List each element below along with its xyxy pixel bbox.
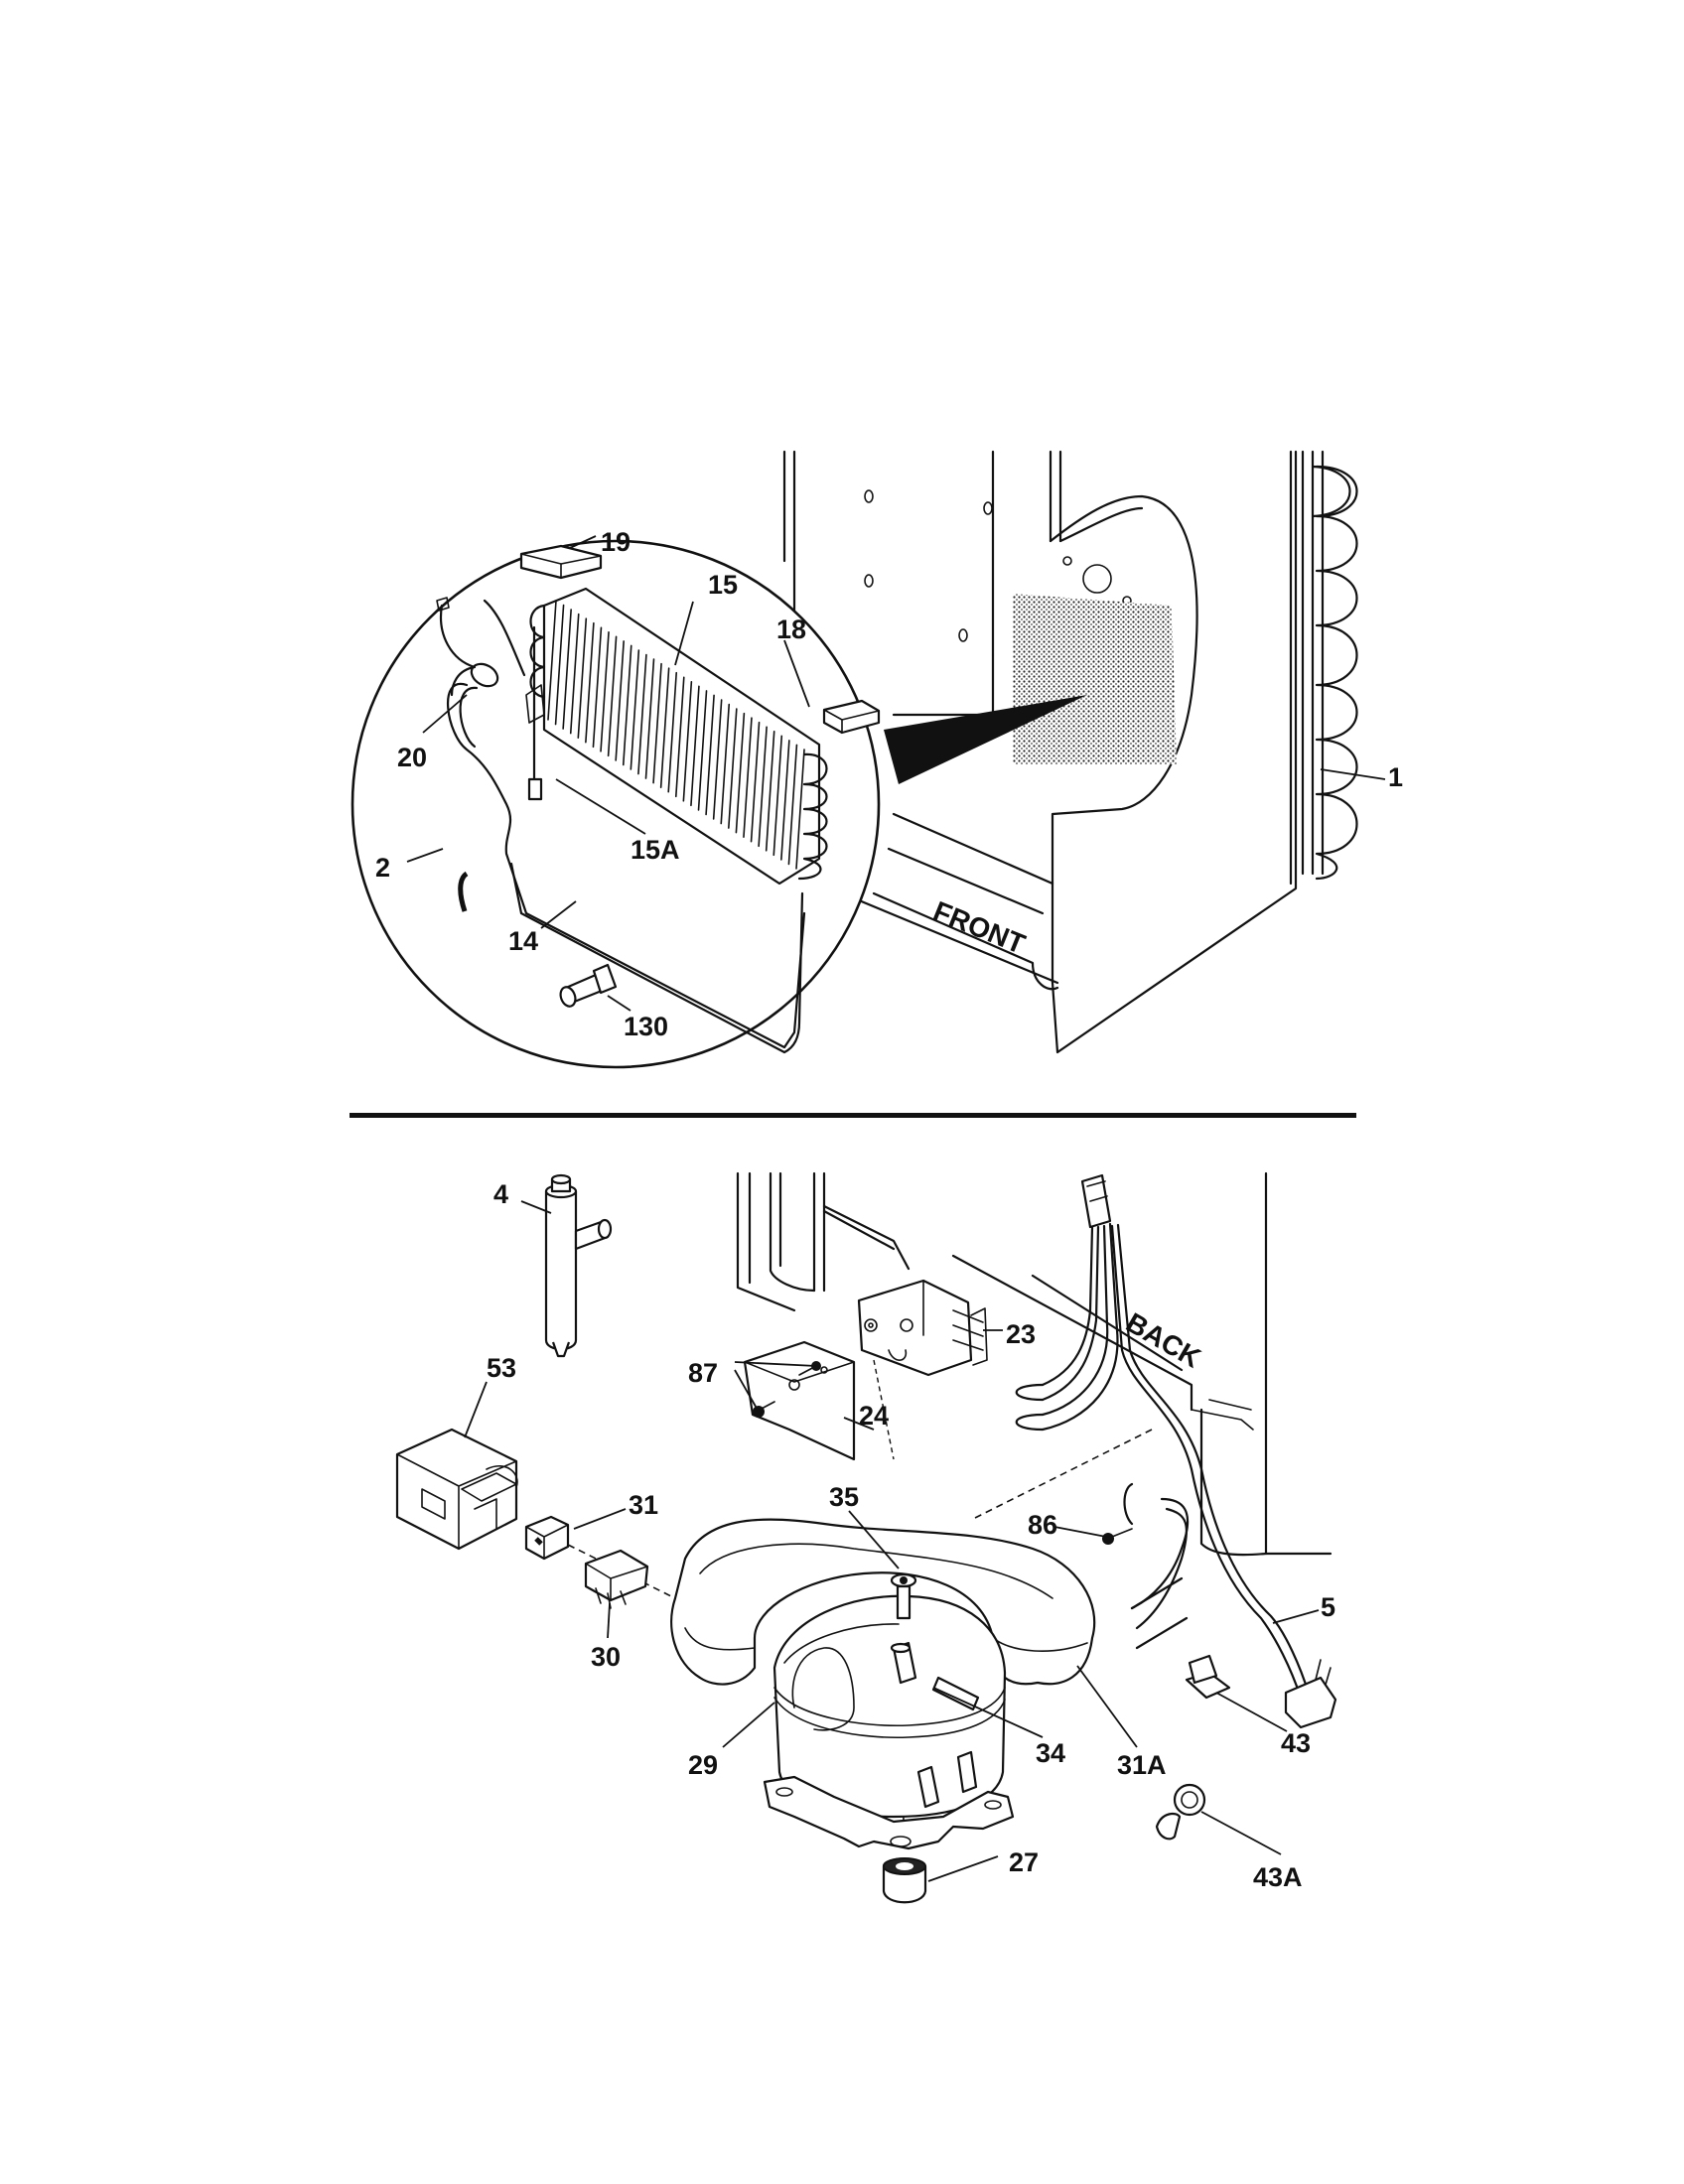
evaporator-fin bbox=[547, 600, 557, 721]
label-15: 15 bbox=[708, 570, 738, 600]
label-86: 86 bbox=[1028, 1510, 1057, 1540]
label-19: 19 bbox=[601, 527, 631, 557]
pin-130 bbox=[559, 963, 618, 1008]
label-29: 29 bbox=[688, 1750, 718, 1780]
clamp-43A bbox=[1155, 1783, 1206, 1841]
evaporator-fin bbox=[728, 708, 738, 829]
evaporator-fin bbox=[652, 662, 662, 784]
evaporator-fin bbox=[659, 667, 670, 788]
grommet-34 bbox=[890, 1641, 917, 1685]
evaporator-fin bbox=[758, 726, 768, 848]
compressor-29 bbox=[763, 1594, 1015, 1850]
evaporator-fin bbox=[637, 653, 647, 775]
pad-19 bbox=[519, 544, 603, 580]
label-24: 24 bbox=[859, 1401, 889, 1431]
evaporator-fin bbox=[780, 740, 790, 861]
power-cord-5 bbox=[1015, 1173, 1337, 1729]
bolt-35 bbox=[890, 1572, 917, 1620]
label-23: 23 bbox=[1006, 1319, 1036, 1349]
label-53: 53 bbox=[487, 1353, 516, 1383]
thermostat-20 bbox=[436, 597, 806, 1049]
evaporator-detail-circle bbox=[351, 535, 881, 1069]
label-5: 5 bbox=[1321, 1592, 1335, 1622]
clip-43 bbox=[1185, 1654, 1231, 1700]
evaporator-fin bbox=[720, 703, 731, 825]
evaporator-fin bbox=[615, 640, 625, 761]
label-35: 35 bbox=[829, 1482, 859, 1512]
evaporator-fin bbox=[600, 631, 610, 752]
evaporator-15 bbox=[529, 587, 828, 886]
leader-1 bbox=[1320, 768, 1386, 780]
evaporator-fin bbox=[735, 712, 746, 834]
label-34: 34 bbox=[1036, 1738, 1065, 1768]
label-87: 87 bbox=[688, 1358, 718, 1388]
screws-87 bbox=[753, 1361, 821, 1418]
condenser-coil bbox=[1301, 450, 1358, 881]
evaporator-fin bbox=[622, 644, 632, 766]
accumulator-4 bbox=[544, 1173, 613, 1358]
evaporator-fin bbox=[577, 617, 588, 739]
screw-86 bbox=[1102, 1528, 1133, 1545]
label-4: 4 bbox=[493, 1179, 508, 1209]
label-2: 2 bbox=[375, 853, 390, 883]
evaporator-fin bbox=[697, 690, 708, 811]
evaporator-fin bbox=[569, 613, 580, 735]
evaporator-fin bbox=[682, 681, 693, 802]
evaporator-fin bbox=[712, 699, 723, 820]
label-130: 130 bbox=[624, 1012, 668, 1041]
grommet-27 bbox=[882, 1857, 927, 1904]
compressor-mount-31A bbox=[670, 1518, 1096, 1686]
label-43a: 43A bbox=[1253, 1862, 1303, 1892]
evaporator-fin bbox=[630, 649, 640, 770]
evaporator-fin bbox=[592, 626, 603, 749]
evaporator-fin bbox=[585, 621, 595, 744]
evaporator-fin bbox=[644, 658, 655, 779]
label-15a: 15A bbox=[631, 835, 680, 865]
leaders-bottom bbox=[464, 1200, 1320, 1882]
evaporator-fin bbox=[667, 671, 678, 793]
label-31a: 31A bbox=[1117, 1750, 1167, 1780]
annotation-back: BACK bbox=[1121, 1306, 1206, 1373]
evaporator-fin bbox=[750, 721, 761, 843]
label-43: 43 bbox=[1281, 1728, 1311, 1758]
cabinet-top-view bbox=[782, 450, 1298, 1054]
label-30: 30 bbox=[591, 1642, 621, 1672]
evaporator-fin bbox=[554, 604, 565, 726]
label-27: 27 bbox=[1009, 1847, 1039, 1877]
overload-30 bbox=[584, 1549, 649, 1609]
evaporator-fin bbox=[795, 749, 805, 870]
evaporator-fin bbox=[674, 676, 685, 798]
evaporator-fin bbox=[690, 685, 700, 807]
relay-31 bbox=[524, 1515, 570, 1561]
label-14: 14 bbox=[508, 926, 538, 956]
defrost-timer-23 bbox=[857, 1279, 988, 1377]
evaporator-fin bbox=[705, 694, 715, 816]
relay-cover-53 bbox=[395, 1428, 518, 1551]
evaporator-fin bbox=[743, 717, 753, 838]
label-20: 20 bbox=[397, 743, 427, 772]
evaporator-fin bbox=[607, 635, 618, 757]
evaporator-fin bbox=[765, 731, 775, 852]
evaporator-fin bbox=[772, 735, 783, 857]
evaporator-fin bbox=[787, 744, 798, 866]
label-1: 1 bbox=[1388, 762, 1403, 792]
section-divider bbox=[350, 1113, 1356, 1118]
bracket-24 bbox=[743, 1340, 856, 1461]
evaporator-fin bbox=[562, 609, 572, 730]
label-18: 18 bbox=[776, 614, 806, 644]
label-31: 31 bbox=[629, 1490, 658, 1520]
